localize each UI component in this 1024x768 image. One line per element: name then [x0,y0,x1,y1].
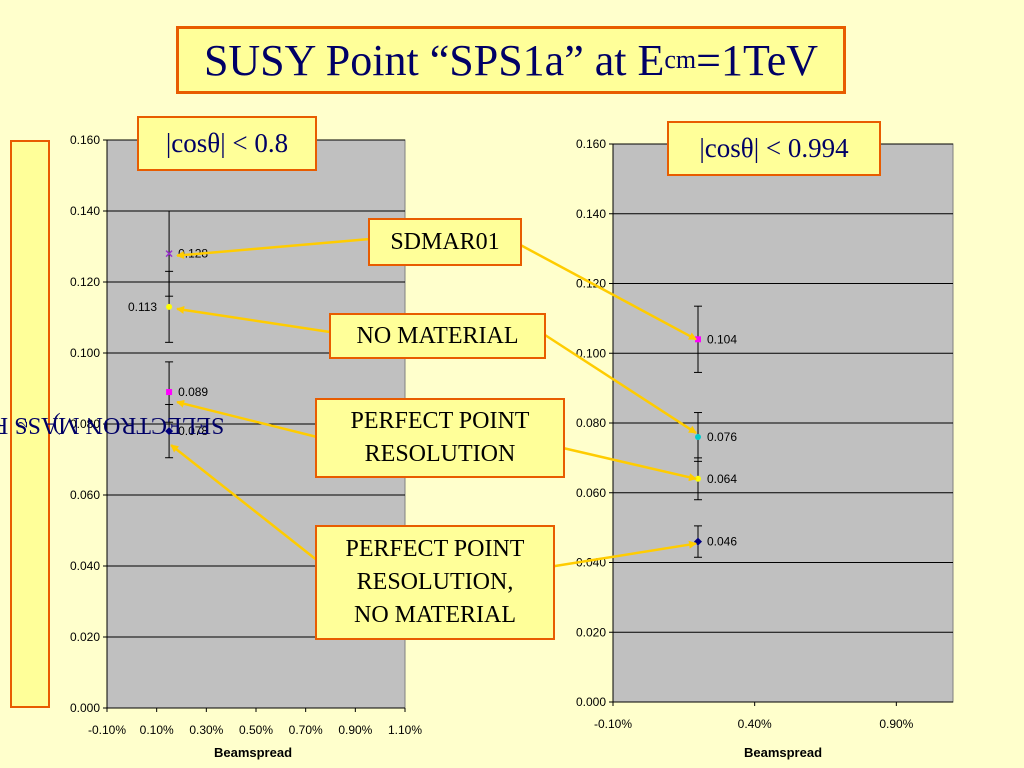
chart-right: 0.0000.0200.0400.0600.0800.1000.1200.140… [576,137,954,760]
callout-line: RESOLUTION [364,441,516,467]
y-tick-label: 0.080 [576,416,606,430]
data-point [166,389,173,396]
y-tick-label: 0.080 [70,417,100,431]
y-axis-label-end: ) [53,411,62,438]
data-point [695,433,701,440]
data-label: 0.113 [128,300,157,314]
y-tick-label: 0.020 [70,630,100,644]
callout-arrow [512,239,697,341]
x-tick-label: 0.70% [289,723,323,737]
callout-arrow [176,237,371,259]
x-tick-label: 0.90% [879,717,913,731]
callout-perfect-point-no-material: PERFECT POINT RESOLUTION, NO MATERIAL [315,525,555,640]
y-tick-label: 0.000 [70,701,100,715]
data-point [166,303,173,310]
callout-no-material: NO MATERIAL [329,313,546,359]
x-axis-title: Beamspread [744,745,822,760]
x-tick-label: -0.10% [594,717,632,731]
data-label: 0.046 [707,535,737,549]
callout-line: PERFECT POINT [350,408,530,434]
data-point [695,336,701,343]
callout-arrow [562,446,697,482]
data-point-stroke [165,250,173,258]
y-tick-label: 0.100 [70,346,100,360]
y-tick-label: 0.140 [70,204,100,218]
data-label: 0.064 [707,472,737,486]
callout-arrow [176,305,331,334]
callout-line: PERFECT POINT [345,536,525,562]
data-label: 0.076 [707,430,737,444]
y-tick-label: 0.040 [70,559,100,573]
y-tick-label: 0.000 [576,695,606,709]
title-end: =1TeV [696,35,819,85]
x-tick-label: 0.40% [738,717,772,731]
x-tick-label: 0.90% [338,723,372,737]
cut-label-right: |cosθ| < 0.994 [667,121,881,176]
x-axis-title: Beamspread [214,745,292,760]
callout-arrow [529,540,697,572]
title-main: SUSY Point “SPS1a” at E [203,35,665,85]
callout-arrows [170,237,697,572]
y-tick-label: 0.140 [576,207,606,221]
data-label: 0.089 [178,385,208,399]
x-tick-label: 1.10% [388,723,422,737]
x-tick-label: -0.10% [88,723,126,737]
data-label: 0.078 [178,424,208,438]
callout-line: NO MATERIAL [353,602,516,628]
y-tick-label: 0.020 [576,625,606,639]
callout-arrow [544,333,697,434]
x-tick-label: 0.30% [189,723,223,737]
y-axis-label: SELECTRON MASS RESOLUTION (GeV/c2) [0,140,225,708]
y-tick-label: 0.060 [70,488,100,502]
data-point [165,250,173,258]
callout-perfect-point-resolution: PERFECT POINT RESOLUTION [315,398,565,478]
y-tick-label: 0.160 [576,137,606,151]
y-tick-label: 0.060 [576,486,606,500]
callout-arrow [170,444,319,562]
cut-label-left: |cosθ| < 0.8 [137,116,317,171]
x-tick-label: 0.50% [239,723,273,737]
title-subscript: cm [664,45,697,74]
callout-sdmar01: SDMAR01 [368,218,522,266]
callout-arrow [176,399,318,439]
x-tick-label: 0.10% [140,723,174,737]
y-tick-label: 0.160 [70,133,100,147]
data-point [165,427,174,436]
callout-line: RESOLUTION, [356,569,514,595]
data-label: 0.104 [707,332,737,346]
y-tick-label: 0.120 [70,275,100,289]
y-tick-label: 0.100 [576,346,606,360]
